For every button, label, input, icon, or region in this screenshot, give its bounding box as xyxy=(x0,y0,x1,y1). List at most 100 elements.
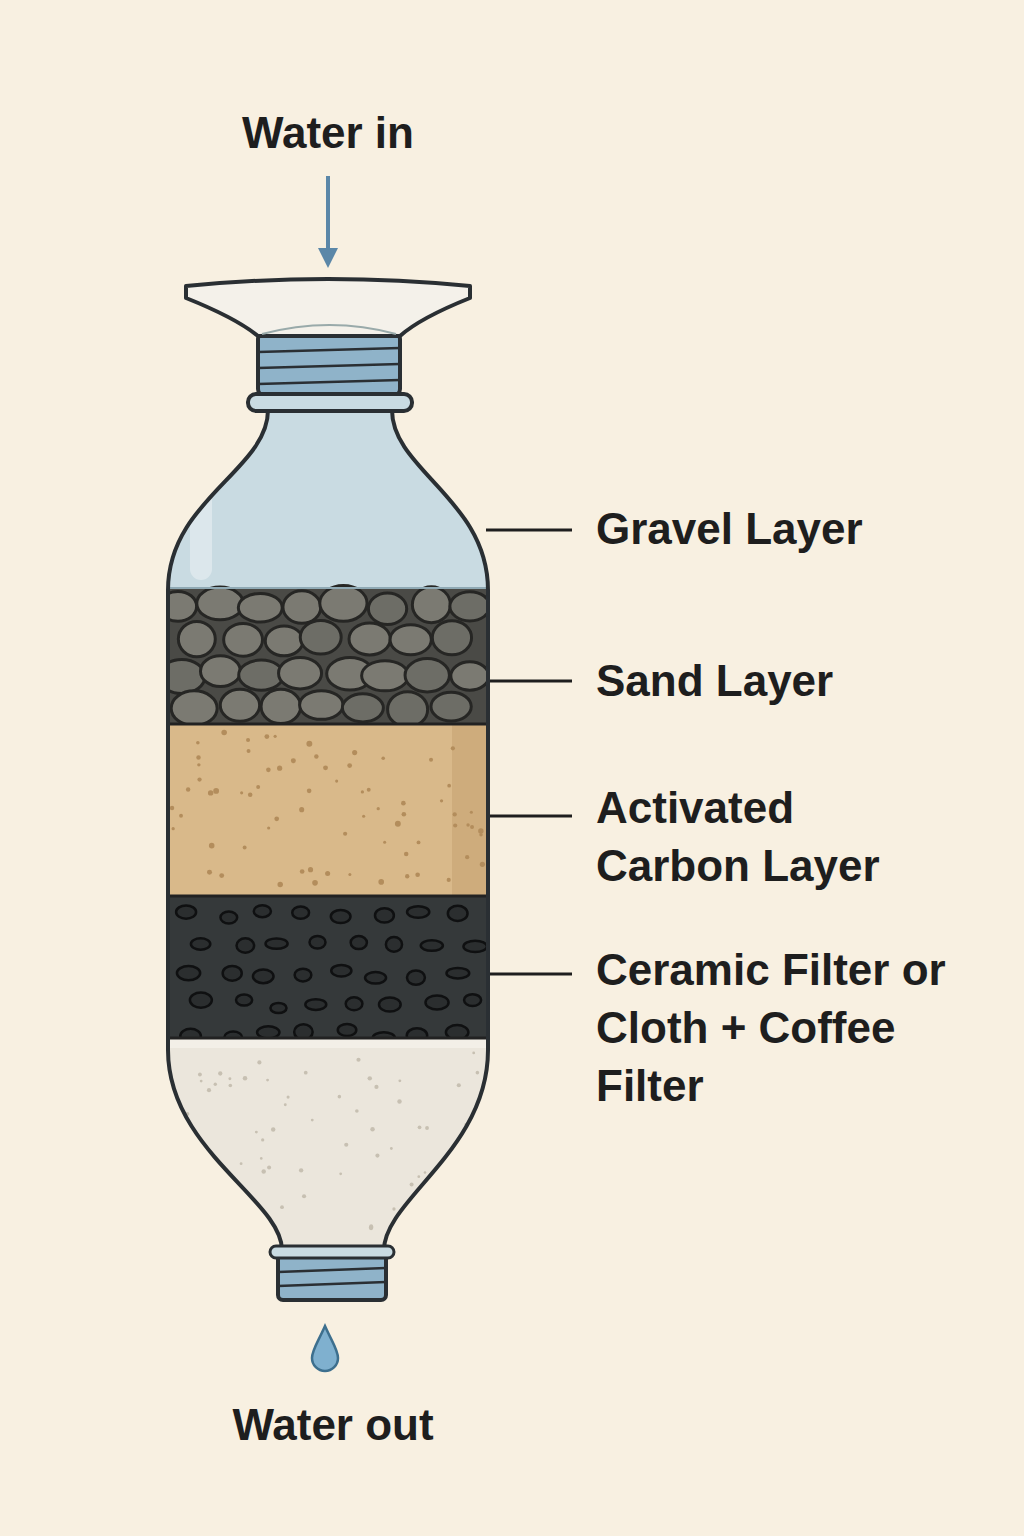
carbon-chip xyxy=(305,999,326,1010)
sand-grain xyxy=(291,758,296,763)
filter-fiber xyxy=(284,1103,287,1106)
sand-grain xyxy=(266,768,271,773)
carbon-chip xyxy=(346,997,363,1010)
sand-grain xyxy=(325,871,330,876)
gravel-stone xyxy=(362,661,409,691)
top-cap xyxy=(258,333,400,395)
sand-grain xyxy=(213,788,219,794)
inflow-arrow xyxy=(326,176,330,258)
filter-fiber xyxy=(207,1088,211,1092)
filter-fiber xyxy=(344,1143,348,1147)
filter-fiber xyxy=(299,1168,303,1172)
filter-fiber xyxy=(339,1172,342,1175)
bottle-outline xyxy=(168,410,488,1250)
carbon-chip xyxy=(254,905,271,917)
carbon-chip xyxy=(365,972,386,983)
sand-grain xyxy=(240,791,243,794)
filter-fiber xyxy=(204,1199,207,1202)
filter-fiber xyxy=(398,1079,401,1082)
layer-label: Sand Layer xyxy=(596,652,1016,710)
sand-grain xyxy=(429,758,433,762)
filter-fiber xyxy=(421,1195,425,1199)
sand-grain xyxy=(248,792,253,797)
filter-fiber xyxy=(257,1060,261,1064)
gravel-stone xyxy=(200,656,240,687)
sand-grain xyxy=(307,789,312,794)
carbon-chip xyxy=(270,1003,286,1013)
sand-grain xyxy=(256,785,260,789)
filter-fiber xyxy=(266,1079,269,1082)
sand-grain xyxy=(479,833,482,836)
sand-grain xyxy=(465,855,469,859)
leader-line xyxy=(486,529,572,532)
carbon-chip xyxy=(338,1024,357,1036)
filter-fiber xyxy=(429,1185,433,1189)
sand-grain xyxy=(440,799,443,802)
neck-ring xyxy=(248,394,412,411)
layer-label: Activated Carbon Layer xyxy=(596,779,926,895)
filter-fiber xyxy=(240,1162,243,1165)
leader-line xyxy=(490,680,572,683)
filter-fiber xyxy=(218,1071,222,1075)
sand-grain xyxy=(404,852,409,857)
gravel-stone xyxy=(349,623,390,655)
filter-fiber xyxy=(304,1071,308,1075)
carbon-chip xyxy=(463,941,486,952)
filter-fiber xyxy=(260,1157,263,1160)
gravel-stone xyxy=(283,591,321,623)
sand-grain xyxy=(209,843,215,849)
layer-divider xyxy=(168,895,488,898)
filter-fiber xyxy=(210,1174,213,1177)
filter-fiber xyxy=(355,1109,359,1113)
carbon-chip xyxy=(464,994,481,1006)
carbon-chip xyxy=(448,906,468,921)
carbon-chip xyxy=(331,910,351,923)
sand-grain xyxy=(417,840,421,844)
filter-fiber xyxy=(233,1202,236,1205)
filter-fiber xyxy=(457,1083,461,1087)
sand-grain xyxy=(277,882,282,887)
gravel-stone xyxy=(451,662,489,690)
filter-fiber xyxy=(200,1080,203,1083)
gravel-stone xyxy=(300,691,343,720)
sand-grain xyxy=(308,867,313,872)
sand-grain xyxy=(367,788,371,792)
sand-grain xyxy=(243,845,247,849)
filter-layer xyxy=(150,1038,510,1268)
filter-fiber xyxy=(425,1126,429,1130)
filter-fiber xyxy=(418,1126,422,1130)
sand-grain xyxy=(196,741,200,745)
sand-layer xyxy=(150,724,510,896)
layer-divider xyxy=(168,1037,488,1040)
gravel-stone xyxy=(171,691,217,726)
filter-fiber xyxy=(198,1073,202,1077)
sand-grain xyxy=(466,823,469,826)
sand-grain xyxy=(470,825,474,829)
carbon-chip xyxy=(237,938,255,952)
filter-fiber xyxy=(261,1169,265,1173)
carbon-chip xyxy=(386,937,402,952)
filter-fiber xyxy=(287,1096,290,1099)
sand-grain xyxy=(264,734,269,739)
gravel-stone xyxy=(159,591,196,621)
filter-fiber xyxy=(374,1085,378,1089)
sand-grain xyxy=(401,801,406,806)
sand-grain xyxy=(335,780,338,783)
bottom-ring xyxy=(270,1246,394,1258)
filter-fiber xyxy=(261,1138,264,1141)
water-drop xyxy=(312,1326,338,1371)
filter-fiber xyxy=(218,1204,222,1208)
carbon-chip xyxy=(407,970,425,984)
sand-grain xyxy=(312,880,318,886)
sand-grain xyxy=(480,862,485,867)
filter-texture xyxy=(186,1052,480,1231)
filter-fiber xyxy=(410,1183,414,1187)
carbon-chip xyxy=(253,970,274,984)
carbon-chip xyxy=(176,905,196,918)
carbon-chip xyxy=(177,966,200,980)
carbon-chip xyxy=(447,968,470,979)
carbon-chip xyxy=(220,911,237,923)
carbon-chip xyxy=(295,969,312,982)
leader-line xyxy=(490,815,572,818)
sand-grain xyxy=(306,741,312,747)
